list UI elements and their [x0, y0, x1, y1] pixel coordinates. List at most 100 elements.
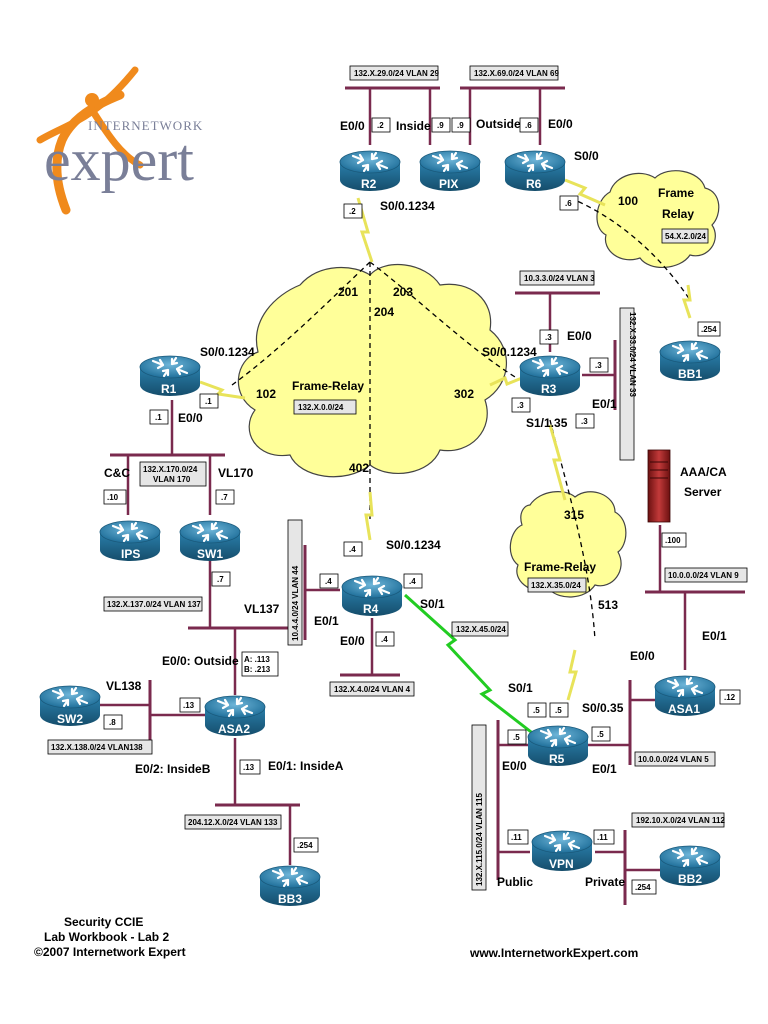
concentrator-vpn[interactable]: VPN [530, 829, 594, 873]
asa1-label: ASA1 [668, 702, 700, 716]
r6-label: R6 [526, 177, 542, 191]
vlan-44-tag: 10.4.4.0/24 VLAN 44 [291, 565, 300, 641]
ips-ip-10: .10 [107, 493, 119, 502]
right-cloud-name2: Relay [662, 207, 694, 221]
pvc-lines [231, 197, 691, 641]
dlci-402: 402 [349, 461, 369, 475]
interface-labels: E0/0 Inside Outside E0/0 S0/0 S0/0.1234 … [104, 117, 727, 889]
r4-r5-subnet-tag: 132.X.45.0/24 [456, 625, 506, 634]
ethernet-segments [90, 86, 745, 905]
right-cloud-subnet: 54.X.2.0/24 [665, 232, 706, 241]
r5-ip-5d: .5 [597, 730, 604, 739]
lower-cloud-subnet: 132.X.35.0/24 [531, 581, 581, 590]
vlan-170-tag-name: VLAN 170 [153, 475, 191, 484]
internetwork-expert-logo: INTERNETWORK expert [36, 66, 203, 215]
logo-figure-head [85, 93, 99, 107]
right-cloud-dlci: 100 [618, 194, 638, 208]
r2-e00-label: E0/0 [340, 119, 365, 133]
r5-e00-label: E0/0 [502, 759, 527, 773]
dlci-201: 201 [338, 285, 358, 299]
vpn-private-label: Private [585, 875, 625, 889]
r5-s0-label: S0/0.35 [582, 701, 624, 715]
r3-ip-3d: .3 [581, 417, 588, 426]
r1-e00-label: E0/0 [178, 411, 203, 425]
sw2-label: SW2 [57, 712, 83, 726]
serial-links [199, 178, 692, 737]
r5-ip-5b: .5 [555, 706, 562, 715]
firewall-asa1[interactable]: ASA1 [653, 674, 717, 718]
r6-e00-label: E0/0 [548, 117, 573, 131]
router-bb2[interactable]: BB2 [658, 844, 722, 888]
r4-ip-4a: .4 [349, 545, 356, 554]
r3-e01-label: E0/1 [592, 397, 617, 411]
router-r3[interactable]: R3 [518, 354, 582, 398]
r4-s0-label: S0/0.1234 [386, 538, 441, 552]
r4-r5-serial [403, 593, 536, 737]
logo-figure-leg [88, 106, 144, 169]
main-frame-relay-cloud: Frame-Relay 132.X.0.0/24 201 203 204 102… [237, 263, 507, 478]
asa2-e01-label: E0/1: InsideA [268, 759, 344, 773]
switch-sw1[interactable]: SW1 [178, 519, 242, 563]
r4-s01-label: S0/1 [420, 597, 445, 611]
firewall-asa2[interactable]: ASA2 [203, 694, 267, 738]
vlan-tags: 132.X.29.0/24 VLAN 29 132.X.69.0/24 VLAN… [47, 65, 748, 891]
footer-url[interactable]: www.InternetworkExpert.com [469, 946, 638, 960]
bb2-label: BB2 [678, 872, 702, 886]
pix-outside-label: Outside [476, 117, 521, 131]
footer-line2: Lab Workbook - Lab 2 [44, 930, 169, 944]
router-bb3[interactable]: BB3 [258, 864, 322, 908]
dlci-302: 302 [454, 387, 474, 401]
sensor-ips[interactable]: IPS [98, 519, 162, 563]
dlci-513: 513 [598, 598, 618, 612]
asa1-e01-label: E0/1 [702, 629, 727, 643]
lower-cloud-name: Frame-Relay [524, 560, 596, 574]
server-label-1: AAA/CA [680, 465, 727, 479]
router-bb1[interactable]: BB1 [658, 339, 722, 383]
r3-ip-3a: .3 [545, 333, 552, 342]
r5-label: R5 [549, 752, 565, 766]
vpn-ip-11b: .11 [597, 833, 608, 842]
logo-line1: INTERNETWORK [88, 118, 203, 133]
r5-s01-label: S0/1 [508, 681, 533, 695]
aaa-ca-server[interactable]: AAA/CA Server [647, 449, 727, 523]
switch-sw2[interactable]: SW2 [38, 684, 102, 728]
cc-label: C&C [104, 466, 130, 480]
firewall-pix[interactable]: PIX [418, 149, 482, 193]
footer-line3: ©2007 Internetwork Expert [34, 945, 186, 959]
r6-s00-label: S0/0 [574, 149, 599, 163]
bb3-label: BB3 [278, 892, 302, 906]
sw2-ip-8: .8 [109, 718, 116, 727]
lower-frame-relay-cloud: Frame-Relay 132.X.35.0/24 315 513 [509, 491, 627, 612]
vpn-ip-11a: .11 [511, 833, 522, 842]
vpn-label: VPN [549, 857, 574, 871]
asa2-a-label: A: .113 [244, 655, 270, 664]
logo-line2: expert [44, 127, 194, 193]
router-r5[interactable]: R5 [526, 724, 590, 768]
dlci-204: 204 [374, 305, 394, 319]
pix-ip-9a: .9 [437, 121, 444, 130]
vlan-33-tag: 132.X.33.0/24 VLAN 33 [628, 312, 637, 397]
footer: Security CCIE Lab Workbook - Lab 2 ©2007… [34, 915, 638, 960]
r3-label: R3 [541, 382, 557, 396]
vlan-138-tag: 132.X.138.0/24 VLAN138 [51, 743, 143, 752]
r2-label: R2 [361, 177, 377, 191]
router-r1[interactable]: R1 [138, 354, 202, 398]
r2-ip-2a: .2 [377, 121, 384, 130]
router-r6[interactable]: R6 [503, 149, 567, 193]
vl138-label: VL138 [106, 679, 142, 693]
bb3-ip-254: .254 [297, 841, 313, 850]
r2-ip-2b: .2 [349, 207, 356, 216]
router-r2[interactable]: R2 [338, 149, 402, 193]
router-r4[interactable]: R4 [340, 574, 404, 618]
dlci-203: 203 [393, 285, 413, 299]
r5-ip-5c: .5 [513, 733, 520, 742]
r3-s0-label: S0/0.1234 [482, 345, 537, 359]
bb1-label: BB1 [678, 367, 702, 381]
asa2-e00-label: E0/0: Outside [162, 654, 239, 668]
sw1-label: SW1 [197, 547, 223, 561]
r1-ip-1b: .1 [205, 397, 212, 406]
pix-inside-label: Inside [396, 119, 431, 133]
r3-ip-3c: .3 [517, 401, 524, 410]
vlan-4-tag: 132.X.4.0/24 VLAN 4 [334, 685, 411, 694]
sw1-ip-7a: .7 [221, 493, 228, 502]
